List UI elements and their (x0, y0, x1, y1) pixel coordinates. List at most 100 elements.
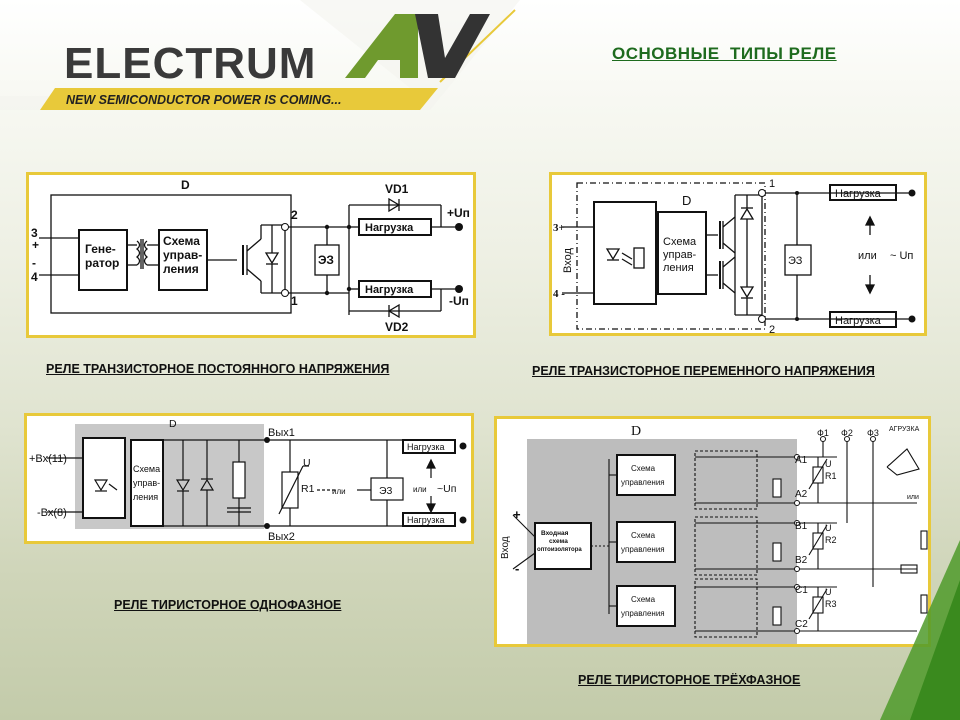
dc-load-bottom: Нагрузка (365, 284, 414, 296)
ac-vhod: Вход (562, 248, 574, 273)
diagram-thyristor-single-phase: D +Вх(11) -Вх(8) Схема управ- ления Вых1… (24, 413, 474, 544)
ac-pin1: 1 (769, 178, 775, 190)
dc-up-minus: -Uп (449, 294, 469, 308)
three-c1: C1 (795, 585, 808, 596)
single-out2: Вых2 (268, 531, 295, 541)
three-r3: R3 (825, 599, 837, 609)
three-iso-1: Входная (541, 530, 569, 537)
dc-up-plus: +Uп (447, 206, 470, 220)
dc-pin2: 2 (291, 208, 298, 222)
ac-up: ~ Uп (890, 250, 913, 262)
dc-relay-schematic: D 3 + - 4 Гене- ратор Схема управ- ления… (31, 178, 470, 334)
three-ctrl-b2: управления (621, 545, 665, 554)
three-a1: A1 (795, 455, 808, 466)
three-d-label: D (631, 424, 641, 439)
three-c2: C2 (795, 619, 808, 630)
three-iso-3: оптоизолятора (537, 547, 582, 553)
dc-gen-2: ратор (85, 256, 119, 270)
three-u-a: U (825, 459, 832, 469)
caption-dc-relay: РЕЛЕ ТРАНЗИСТОРНОЕ ПОСТОЯННОГО НАПРЯЖЕНИ… (46, 362, 390, 376)
three-ctrl-a1: Схема (631, 464, 656, 473)
ac-pin2: 2 (769, 324, 775, 333)
three-iso-2: схема (549, 538, 568, 545)
dc-gen-1: Гене- (85, 242, 116, 256)
three-f2: Ф2 (841, 428, 853, 438)
ac-in4: 4 - (553, 288, 565, 300)
tagline-bar (40, 88, 438, 110)
three-u-c: U (825, 587, 832, 597)
brand-tagline: NEW SEMICONDUCTOR POWER IS COMING... (66, 93, 341, 107)
dc-load-top: Нагрузка (365, 222, 414, 234)
ac-relay-schematic: D 3+ 4 - Вход Схема управ- ления 1 2 ЭЗ … (553, 178, 916, 333)
three-load: АГРУЗКА (889, 426, 920, 433)
logo-mark-v (415, 14, 490, 78)
diagram-thyristor-three-phase: D + - Вход Входная схема оптоизолятора С… (494, 416, 931, 647)
dc-ctrl-3: ления (163, 262, 199, 276)
dc-plus: + (32, 238, 39, 252)
single-up: ~Uп (437, 483, 456, 495)
single-load-bottom: Нагрузка (407, 515, 444, 525)
three-f3: Ф3 (867, 428, 879, 438)
ac-d-label: D (682, 193, 691, 208)
single-load-top: Нагрузка (407, 442, 444, 452)
logo-mark-a (345, 14, 418, 78)
ac-ctrl-2: управ- (663, 249, 697, 261)
ac-ili: или (858, 250, 877, 262)
single-r1: R1 (301, 483, 315, 495)
three-r1: R1 (825, 471, 837, 481)
brand-name: ELECTRUM (64, 39, 316, 88)
single-u: U (303, 457, 311, 469)
three-a2: A2 (795, 489, 808, 500)
single-ctrl-1: Схема (133, 464, 160, 474)
single-ili: или (332, 487, 346, 496)
single-phase-schematic: D +Вх(11) -Вх(8) Схема управ- ления Вых1… (29, 418, 467, 541)
three-vhod: Вход (500, 536, 511, 559)
dc-pin3: 3 (31, 226, 38, 240)
ac-load-top: Нагрузка (835, 188, 882, 200)
dc-ctrl-2: управ- (163, 248, 202, 262)
three-ctrl-a2: управления (621, 478, 665, 487)
single-ctrl-3: ления (133, 492, 158, 502)
three-ili: или (907, 494, 919, 501)
three-minus: - (515, 561, 519, 576)
three-ctrl-b1: Схема (631, 531, 656, 540)
single-ctrl-2: управ- (133, 478, 160, 488)
three-phase-schematic: D + - Вход Входная схема оптоизолятора С… (500, 424, 928, 644)
ac-ctrl-3: ления (663, 262, 694, 274)
single-out1: Вых1 (268, 427, 295, 439)
corner-decoration (880, 540, 960, 720)
ac-e3: ЭЗ (788, 255, 803, 267)
dc-ctrl-1: Схема (163, 234, 200, 248)
single-d-label: D (169, 418, 177, 430)
three-b1: B1 (795, 521, 808, 532)
dc-vd2: VD2 (385, 320, 409, 334)
caption-thyristor-1ph: РЕЛЕ ТИРИСТОРНОЕ ОДНОФАЗНОЕ (114, 598, 342, 612)
caption-ac-relay: РЕЛЕ ТРАНЗИСТОРНОЕ ПЕРЕМЕННОГО НАПРЯЖЕНИ… (532, 364, 875, 378)
three-b2: B2 (795, 555, 808, 566)
diagram-ac-transistor-relay: D 3+ 4 - Вход Схема управ- ления 1 2 ЭЗ … (549, 172, 927, 336)
ac-ctrl-1: Схема (663, 236, 697, 248)
header: ELECTRUM NEW SEMICONDUCTOR POWER IS COMI… (0, 0, 960, 115)
three-plus: + (513, 507, 521, 522)
dc-pin4: 4 (31, 270, 38, 284)
dc-vd1: VD1 (385, 182, 409, 196)
three-ctrl-c1: Схема (631, 595, 656, 604)
dc-pin1: 1 (291, 294, 298, 308)
brand-logo: ELECTRUM NEW SEMICONDUCTOR POWER IS COMI… (0, 0, 520, 110)
dc-minus: - (32, 256, 36, 270)
three-u-b: U (825, 523, 832, 533)
single-e3: Э3 (379, 485, 393, 497)
ac-in3: 3+ (553, 222, 565, 234)
slide-title: ОСНОВНЫЕ ТИПЫ РЕЛЕ (612, 44, 837, 63)
dc-d-label: D (181, 178, 190, 192)
dc-e3: ЭЗ (318, 253, 334, 267)
three-f1: Ф1 (817, 428, 829, 438)
three-ctrl-c2: управления (621, 609, 665, 618)
three-r2: R2 (825, 535, 837, 545)
diagram-dc-transistor-relay: D 3 + - 4 Гене- ратор Схема управ- ления… (26, 172, 476, 338)
ac-load-bottom: Нагрузка (835, 315, 882, 327)
single-in-minus: -Вх(8) (37, 507, 67, 519)
caption-thyristor-3ph: РЕЛЕ ТИРИСТОРНОЕ ТРЁХФАЗНОЕ (578, 673, 801, 687)
single-in-plus: +Вх(11) (29, 453, 67, 465)
single-ili-2: или (413, 485, 427, 494)
